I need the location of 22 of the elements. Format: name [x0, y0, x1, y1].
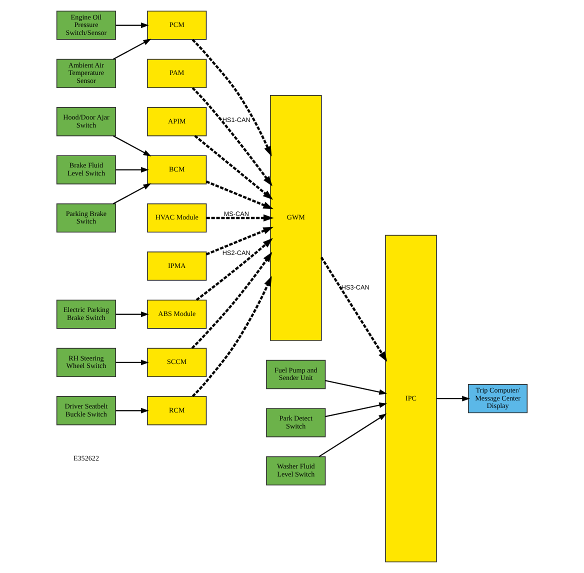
arrow [116, 408, 149, 414]
arrow [194, 134, 274, 200]
arrow [112, 38, 152, 60]
arrow [192, 38, 272, 157]
arrow [318, 414, 387, 458]
arrow [192, 87, 272, 186]
arrow [436, 396, 470, 402]
arrow [325, 402, 388, 418]
arrow [116, 360, 149, 366]
arrow [116, 312, 149, 318]
arrow [116, 167, 149, 173]
arrow [325, 380, 388, 395]
arrow [206, 226, 274, 256]
arrow [112, 135, 152, 156]
arrow [192, 276, 272, 398]
arrow [196, 238, 273, 301]
arrow [112, 183, 152, 204]
arrow [206, 180, 274, 210]
arrow [206, 214, 274, 222]
arrow [320, 256, 388, 362]
arrow [116, 22, 149, 28]
arrow [191, 252, 272, 349]
